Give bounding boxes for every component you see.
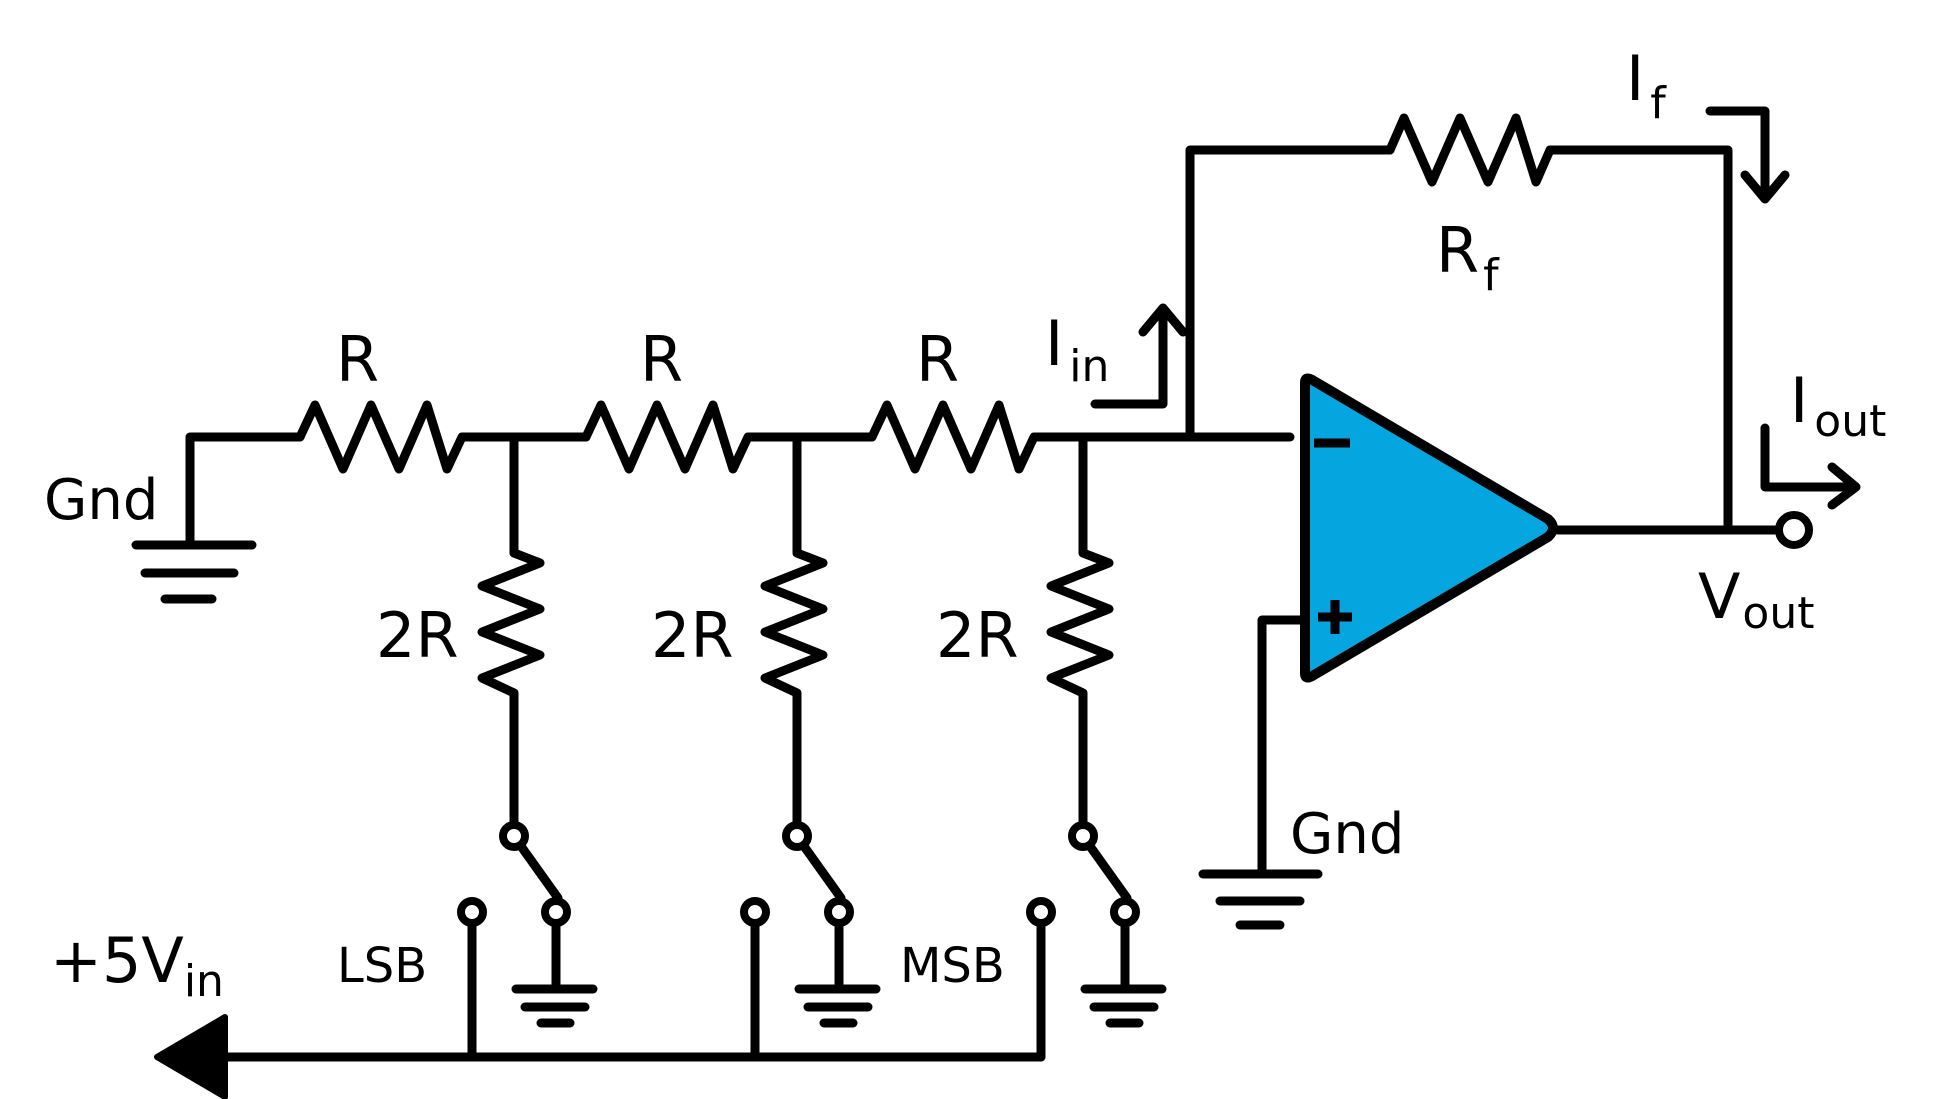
gnd-left-label: Gnd [44, 468, 158, 533]
if-arrow [1705, 106, 1790, 204]
switch-middle [740, 821, 881, 1062]
shunt-1-label: 2R [376, 599, 459, 672]
feedback-wire [1185, 113, 1733, 535]
shunt-branch-1 [477, 432, 545, 833]
shunt-branch-2 [760, 432, 828, 833]
rf-label: Rf [1436, 214, 1500, 301]
switch-lsb [457, 821, 598, 1062]
op-amp [1300, 373, 1558, 683]
r3-label: R [916, 323, 959, 396]
iin-arrow [1090, 303, 1188, 409]
msb-label: MSB [900, 938, 1005, 994]
iout-arrow [1760, 423, 1861, 510]
switch-msb [1026, 821, 1167, 1062]
output-wire [1553, 511, 1813, 549]
r1-label: R [336, 323, 379, 396]
vout-label: Vout [1698, 560, 1814, 639]
lsb-label: LSB [337, 938, 427, 994]
shunt-branch-3 [1046, 432, 1114, 833]
vin-bus [154, 1014, 1046, 1099]
r2-label: R [640, 323, 683, 396]
noninverting-ground [1198, 615, 1323, 930]
vout-terminal [1775, 511, 1813, 549]
left-ground [131, 432, 305, 604]
gnd-opamp-label: Gnd [1290, 802, 1404, 867]
resistor-r3 [867, 400, 1090, 474]
resistor-r1 [295, 400, 525, 474]
resistor-r2 [581, 400, 805, 474]
shunt-2-label: 2R [651, 599, 734, 672]
shunt-3-label: 2R [936, 599, 1019, 672]
vin-label: +5Vin [50, 924, 224, 1007]
